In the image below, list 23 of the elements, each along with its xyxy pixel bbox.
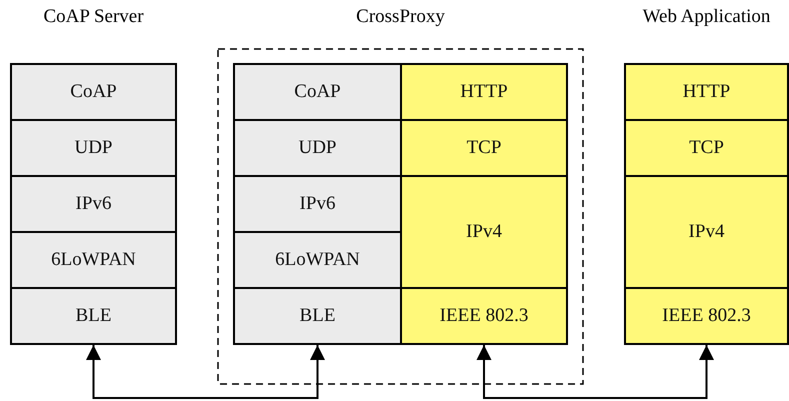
protocol-layer: HTTP bbox=[400, 63, 568, 121]
protocol-layer: 6LoWPAN bbox=[233, 231, 402, 289]
protocol-layer: BLE bbox=[233, 287, 402, 345]
protocol-layer: HTTP bbox=[624, 63, 789, 121]
protocol-layer: IPv6 bbox=[233, 175, 402, 233]
protocol-layer: IEEE 802.3 bbox=[624, 287, 789, 345]
arrow bbox=[476, 345, 714, 399]
protocol-layer: IPv4 bbox=[624, 175, 789, 289]
stack-title: Web Application bbox=[642, 6, 772, 28]
arrow bbox=[86, 345, 325, 399]
protocol-layer: 6LoWPAN bbox=[10, 231, 177, 289]
protocol-layer: UDP bbox=[233, 119, 402, 177]
stack-title: CrossProxy bbox=[355, 6, 446, 28]
protocol-layer: CoAP bbox=[233, 63, 402, 121]
protocol-layer: IEEE 802.3 bbox=[400, 287, 568, 345]
protocol-layer: BLE bbox=[10, 287, 177, 345]
protocol-layer: TCP bbox=[624, 119, 789, 177]
protocol-layer: IPv4 bbox=[400, 175, 568, 289]
protocol-layer: TCP bbox=[400, 119, 568, 177]
protocol-layer: UDP bbox=[10, 119, 177, 177]
stack-title: CoAP Server bbox=[42, 6, 145, 28]
protocol-layer: CoAP bbox=[10, 63, 177, 121]
protocol-layer: IPv6 bbox=[10, 175, 177, 233]
